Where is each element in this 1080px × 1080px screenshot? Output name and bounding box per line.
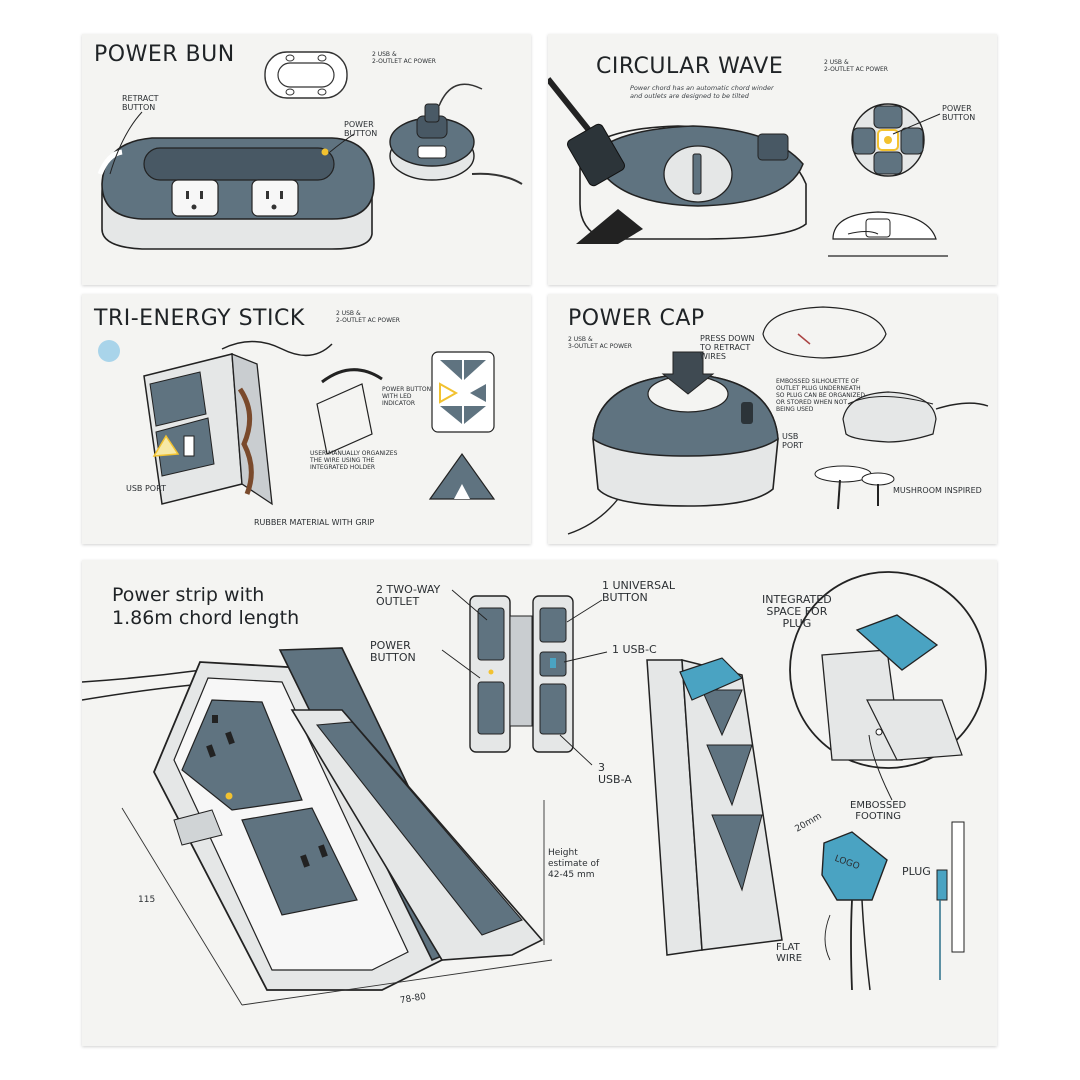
embossed-silhouette-label: EMBOSSED SILHOUETTE OF OUTLET PLUG UNDER… — [776, 378, 865, 413]
integrated-space-label: INTEGRATED SPACE FOR PLUG — [762, 593, 832, 630]
retract-button-label: RETRACT BUTTON — [122, 94, 159, 112]
circular-wave-note: Power chord has an automatic chord winde… — [630, 84, 774, 100]
flat-wire-label: FLAT WIRE — [776, 942, 803, 964]
power-button-label: POWER BUTTON — [344, 120, 378, 138]
circular-wave-usb-label: 2 USB & 2-OUTLET AC POWER — [824, 59, 888, 73]
panel-power-strip: Power strip with 1.86m chord length 2 TW… — [82, 560, 997, 1046]
power-button-label-strip: POWER BUTTON — [370, 639, 416, 664]
embossed-footing-label: EMBOSSED FOOTING — [850, 800, 907, 822]
circular-wave-power-label: POWER BUTTON — [942, 104, 976, 122]
two-way-outlet-label: 2 TWO-WAY OUTLET — [376, 583, 441, 608]
usb-a-label: 3 USB-A — [598, 761, 632, 786]
power-cap-sketch — [567, 306, 989, 535]
power-bun-usb-label: 2 USB & 2-OUTLET AC POWER — [372, 51, 436, 65]
blue-dot-icon — [98, 340, 120, 362]
universal-button-label: 1 UNIVERSAL BUTTON — [602, 579, 675, 604]
power-cap-usb-label: 2 USB & 3-OUTLET AC POWER — [568, 336, 632, 350]
power-cap-title: POWER CAP — [568, 306, 705, 331]
usb-port-label: USB PORT — [126, 484, 166, 493]
tri-energy-title: TRI-ENERGY STICK — [94, 306, 305, 331]
tri-energy-sketch — [98, 340, 496, 506]
tri-energy-usb-label: 2 USB & 2-OUTLET AC POWER — [336, 310, 400, 324]
power-strip-sketch — [82, 571, 987, 1006]
power-led-label: POWER BUTTON WITH LED INDICATOR — [382, 386, 432, 407]
dim-115: 115 — [138, 895, 156, 905]
power-strip-title: Power strip with 1.86m chord length — [112, 584, 300, 629]
rubber-material-label: RUBBER MATERIAL WITH GRIP — [254, 518, 375, 527]
power-cap-usb-port-label: USB PORT — [782, 432, 803, 450]
panel-power-bun: POWER BUN 2 USB & 2-OUTLET AC POWER RETR… — [82, 34, 531, 285]
panel-power-cap: POWER CAP 2 USB & 3-OUTLET AC POWER PRES… — [548, 294, 997, 544]
power-bun-sketch — [97, 51, 523, 250]
usb-c-label: 1 USB-C — [612, 643, 657, 656]
panel-circular-wave: CIRCULAR WAVE 2 USB & 2-OUTLET AC POWER … — [548, 34, 997, 285]
panel-tri-energy-stick: TRI-ENERGY STICK 2 USB & 2-OUTLET AC POW… — [82, 294, 531, 544]
press-down-label: PRESS DOWN TO RETRACT WIRES — [700, 334, 755, 361]
power-bun-title: POWER BUN — [94, 42, 235, 67]
circular-wave-title: CIRCULAR WAVE — [596, 54, 784, 79]
circular-wave-sketch — [548, 77, 948, 257]
mushroom-label: MUSHROOM INSPIRED — [893, 486, 982, 495]
height-estimate-label: Height estimate of 42-45 mm — [548, 848, 600, 880]
user-organizes-label: USER MANUALLY ORGANIZES THE WIRE USING T… — [310, 450, 398, 471]
plug-label: PLUG — [902, 865, 931, 878]
